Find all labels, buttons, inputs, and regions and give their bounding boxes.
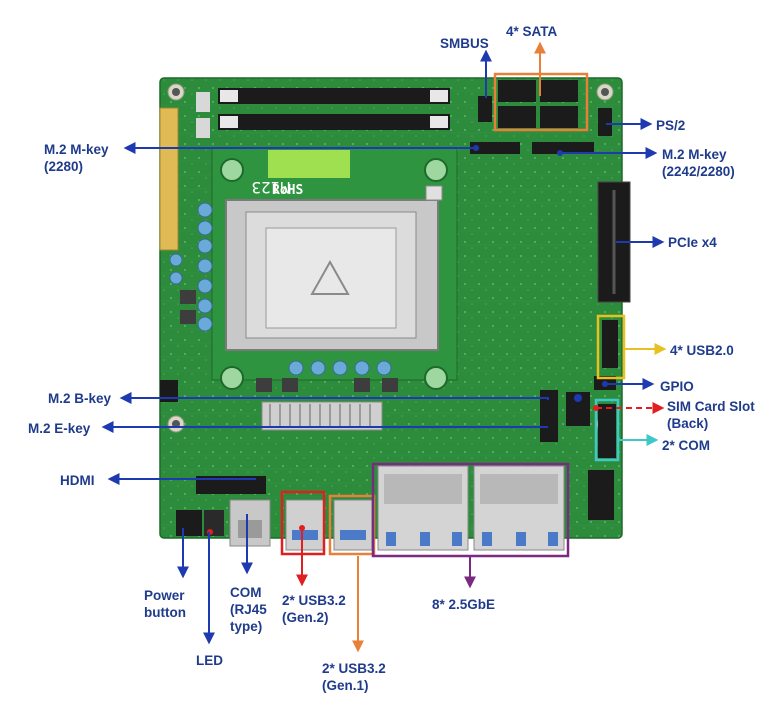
usb32-gen2-ports [285,499,325,551]
label-hdmi: HDMI [60,473,95,488]
label-ps2: PS/2 [656,118,686,133]
usb32-gen1-ports [333,499,373,551]
capacitor-bank [169,202,392,376]
model-text: M123 [251,178,290,197]
arrow-origin-dots [299,145,608,531]
label-pcie: PCIe x4 [668,235,717,250]
com-headers [598,404,616,458]
label-m2-ekey: M.2 E-key [28,421,91,436]
label-power-button: Power button [144,588,186,620]
m2-mkey-2242-slot [532,142,594,154]
callout-arrows [101,41,667,653]
m2-mkey-2280-slot [470,142,520,154]
arrow-m2-bkey [119,392,549,404]
cpu-socket-area: M123 RoHS [211,147,458,390]
label-com2: 2* COM [662,438,711,453]
com-rj45-port [229,499,271,547]
power-chokes [160,290,398,402]
sata-connectors [498,80,578,128]
label-m2-bkey: M.2 B-key [48,391,112,406]
label-led: LED [196,653,223,668]
hdmi-port [196,476,266,494]
label-usb20: 4* USB2.0 [670,343,734,358]
dimm-slots [196,88,450,138]
label-smbus: SMBUS [440,36,489,51]
side-header [588,470,614,520]
rohs-text: RoHS [272,183,303,198]
label-usb32-gen2: 2* USB3.2 (Gen.2) [282,593,346,625]
atx-power-connector [159,107,179,251]
lan-ports [377,465,565,551]
usb20-headers [602,320,618,368]
label-sata: 4* SATA [506,24,558,39]
com-highlight-box [594,398,620,462]
ps2-header [598,108,612,136]
label-gpio: GPIO [660,379,694,394]
label-m2-mkey-left: M.2 M-key (2280) [44,142,109,174]
label-usb32-gen1: 2* USB3.2 (Gen.1) [322,661,386,693]
chipset-heatsink [261,401,383,431]
usb20-highlight-box [596,314,626,380]
label-sim: SIM Card Slot (Back) [667,399,755,431]
m2-bkey-slot [540,390,558,442]
label-com-rj45: COM (RJ45 type) [230,585,267,634]
label-m2-mkey-right: M.2 M-key (2242/2280) [662,147,735,179]
label-gbe: 8* 2.5GbE [432,597,496,612]
smbus-header [478,96,492,122]
